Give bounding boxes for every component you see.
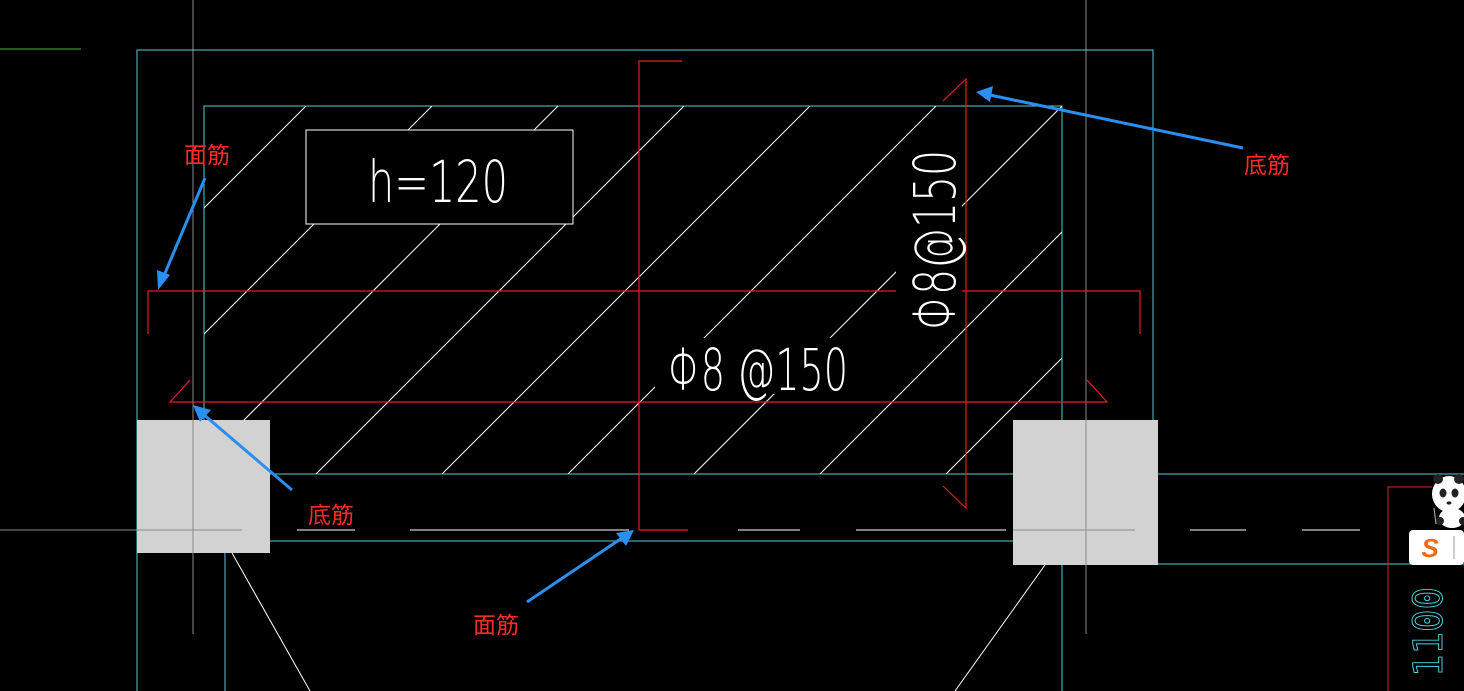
dimension-label: 1100 — [1406, 587, 1452, 677]
rebar-horizontal-label: Φ8 @150 — [668, 336, 848, 404]
sogou-logo-icon: S — [1421, 533, 1439, 563]
arrow-head-icon — [616, 530, 634, 546]
annotation-bottom-left: 底筋 — [308, 503, 354, 529]
input-method-widget[interactable]: S — [1409, 474, 1464, 565]
bottom-bar-vertical — [942, 77, 967, 510]
arrow-bottom-center — [526, 536, 623, 604]
rebar-vertical-label: Φ8@150 — [901, 150, 969, 330]
top-bar-horizontal — [147, 290, 1141, 334]
arrow-top-right — [989, 93, 1244, 150]
slab-thickness-label: h=120 — [368, 148, 508, 216]
arrow-bottom-left — [202, 412, 293, 492]
rebar-lines — [147, 60, 1141, 531]
annotation-top-left: 面筋 — [184, 143, 230, 169]
dimension-line — [1387, 486, 1432, 691]
arrow-head-icon — [193, 405, 211, 422]
annotation-bottom-center: 面筋 — [473, 613, 519, 639]
arrow-top-left — [161, 177, 207, 279]
annotation-arrows — [157, 86, 1244, 604]
arrow-head-icon — [976, 86, 993, 102]
arrow-head-icon — [157, 270, 170, 290]
panda-icon — [1432, 474, 1464, 528]
lower-diagonals — [231, 552, 1046, 691]
annotation-top-right: 底筋 — [1244, 153, 1290, 179]
slab-thickness-box — [305, 129, 574, 225]
column-left — [137, 420, 270, 553]
top-bar-vertical — [638, 60, 688, 531]
sogou-logo-button[interactable] — [1409, 530, 1464, 565]
slab-hatching — [204, 106, 1062, 474]
